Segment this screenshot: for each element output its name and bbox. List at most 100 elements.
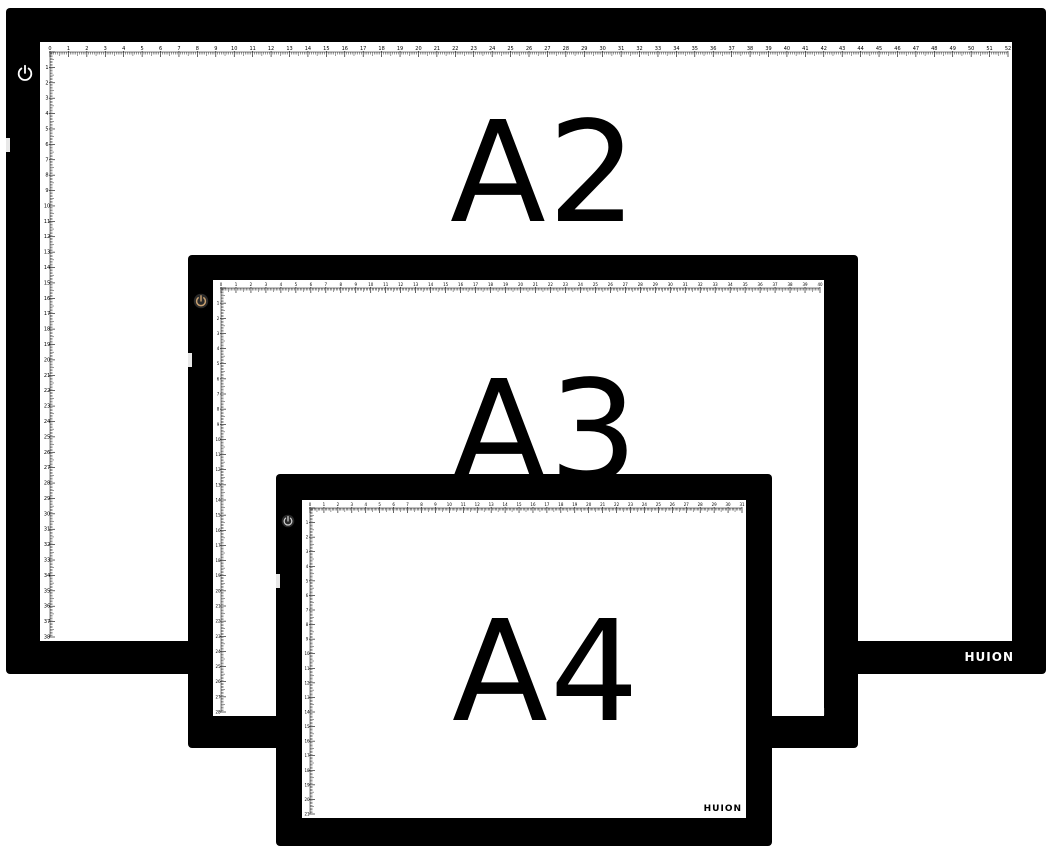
- ruler-label: 4: [306, 564, 309, 569]
- ruler-label: 13: [413, 282, 419, 287]
- ruler-label: 23: [215, 634, 221, 639]
- power-icon[interactable]: [16, 64, 34, 82]
- ruler-label: 22: [548, 282, 554, 287]
- ruler-label: 23: [628, 502, 634, 507]
- ruler-label: 38: [44, 635, 50, 641]
- power-icon[interactable]: [193, 293, 209, 309]
- ruler-label: 39: [765, 46, 771, 52]
- ruler-label: 33: [713, 282, 719, 287]
- ruler-label: 8: [196, 46, 199, 52]
- ruler-label: 47: [913, 46, 919, 52]
- ruler-label: 21: [434, 46, 440, 52]
- ruler-label: 7: [325, 282, 328, 287]
- ruler-label: 8: [340, 282, 343, 287]
- ruler-label: 35: [743, 282, 749, 287]
- ruler-label: 36: [44, 604, 50, 610]
- brand-logo: HUION: [703, 804, 742, 814]
- ruler-label: 1: [306, 520, 309, 525]
- ruler-label: 30: [600, 46, 606, 52]
- ruler-label: 2: [85, 46, 88, 52]
- ruler-label: 23: [44, 404, 50, 410]
- ruler-label: 15: [304, 724, 310, 729]
- ruler-label: 13: [286, 46, 292, 52]
- ruler-label: 5: [378, 502, 381, 507]
- ruler-label: 36: [710, 46, 716, 52]
- ruler-label: 8: [217, 407, 220, 412]
- ruler-label: 17: [473, 282, 479, 287]
- ruler-label: 1: [217, 301, 220, 306]
- ruler-label: 5: [45, 126, 48, 132]
- ruler-label: 44: [857, 46, 863, 52]
- ruler-label: 27: [44, 465, 50, 471]
- ruler-label: 15: [215, 513, 221, 518]
- ruler-label: 4: [122, 46, 125, 52]
- ruler-label: 25: [593, 282, 599, 287]
- ruler-label: 12: [268, 46, 274, 52]
- ruler-label: 28: [698, 502, 704, 507]
- ruler-label: 15: [44, 280, 50, 286]
- ruler-label: 24: [489, 46, 495, 52]
- power-icon[interactable]: [281, 514, 295, 528]
- ruler-label: 27: [623, 282, 629, 287]
- ruler-label: 14: [503, 502, 509, 507]
- ruler-label: 6: [217, 376, 220, 381]
- ruler-label: 14: [44, 265, 50, 271]
- ruler-label: 18: [488, 282, 494, 287]
- side-slot: [6, 138, 10, 152]
- ruler-label: 30: [44, 511, 50, 517]
- ruler-label: 10: [215, 437, 221, 442]
- ruler-label: 52: [1005, 46, 1011, 52]
- ruler-label: 28: [215, 710, 221, 715]
- ruler-label: 20: [586, 502, 592, 507]
- ruler-label: 17: [44, 311, 50, 317]
- ruler-label: 31: [683, 282, 689, 287]
- ruler-label: 40: [784, 46, 790, 52]
- ruler-label: 19: [503, 282, 509, 287]
- brand-logo: HUION: [783, 707, 826, 718]
- ruler-label: 11: [215, 452, 221, 457]
- ruler-label: 0: [48, 46, 51, 52]
- ruler-label: 26: [526, 46, 532, 52]
- ruler-label: 12: [215, 467, 221, 472]
- ruler-label: 3: [104, 46, 107, 52]
- ruler-label: 11: [44, 219, 50, 225]
- ruler-label: 15: [443, 282, 449, 287]
- ruler-label: 1: [323, 502, 326, 507]
- ruler-label: 25: [215, 664, 221, 669]
- ruler-label: 12: [398, 282, 404, 287]
- ruler-label: 50: [968, 46, 974, 52]
- ruler-label: 39: [802, 282, 808, 287]
- ruler-label: 8: [420, 502, 423, 507]
- ruler-label: 11: [461, 502, 467, 507]
- ruler-label: 2: [217, 316, 220, 321]
- ruler-label: 16: [304, 739, 310, 744]
- ruler-label: 3: [217, 331, 220, 336]
- ruler-label: 28: [44, 481, 50, 487]
- ruler-label: 3: [306, 549, 309, 554]
- ruler-label: 30: [668, 282, 674, 287]
- size-label: A4: [452, 591, 641, 754]
- ruler-label: 7: [306, 608, 309, 613]
- ruler-label: 7: [177, 46, 180, 52]
- ruler-label: 19: [44, 342, 50, 348]
- ruler-label: 43: [839, 46, 845, 52]
- ruler-label: 25: [507, 46, 513, 52]
- ruler-label: 20: [304, 797, 310, 802]
- ruler-label: 38: [788, 282, 794, 287]
- ruler-label: 29: [44, 496, 50, 502]
- ruler-label: 27: [215, 694, 221, 699]
- ruler-label: 22: [614, 502, 620, 507]
- ruler-label: 0: [309, 502, 312, 507]
- ruler-label: 37: [44, 619, 50, 625]
- ruler-label: 10: [44, 203, 50, 209]
- ruler-label: 25: [44, 434, 50, 440]
- ruler-label: 35: [692, 46, 698, 52]
- ruler-label: 31: [618, 46, 624, 52]
- ruler-label: 14: [305, 46, 311, 52]
- ruler-label: 21: [533, 282, 539, 287]
- ruler-label: 13: [215, 482, 221, 487]
- ruler-label: 30: [726, 502, 732, 507]
- ruler-label: 9: [355, 282, 358, 287]
- ruler-label: 42: [821, 46, 827, 52]
